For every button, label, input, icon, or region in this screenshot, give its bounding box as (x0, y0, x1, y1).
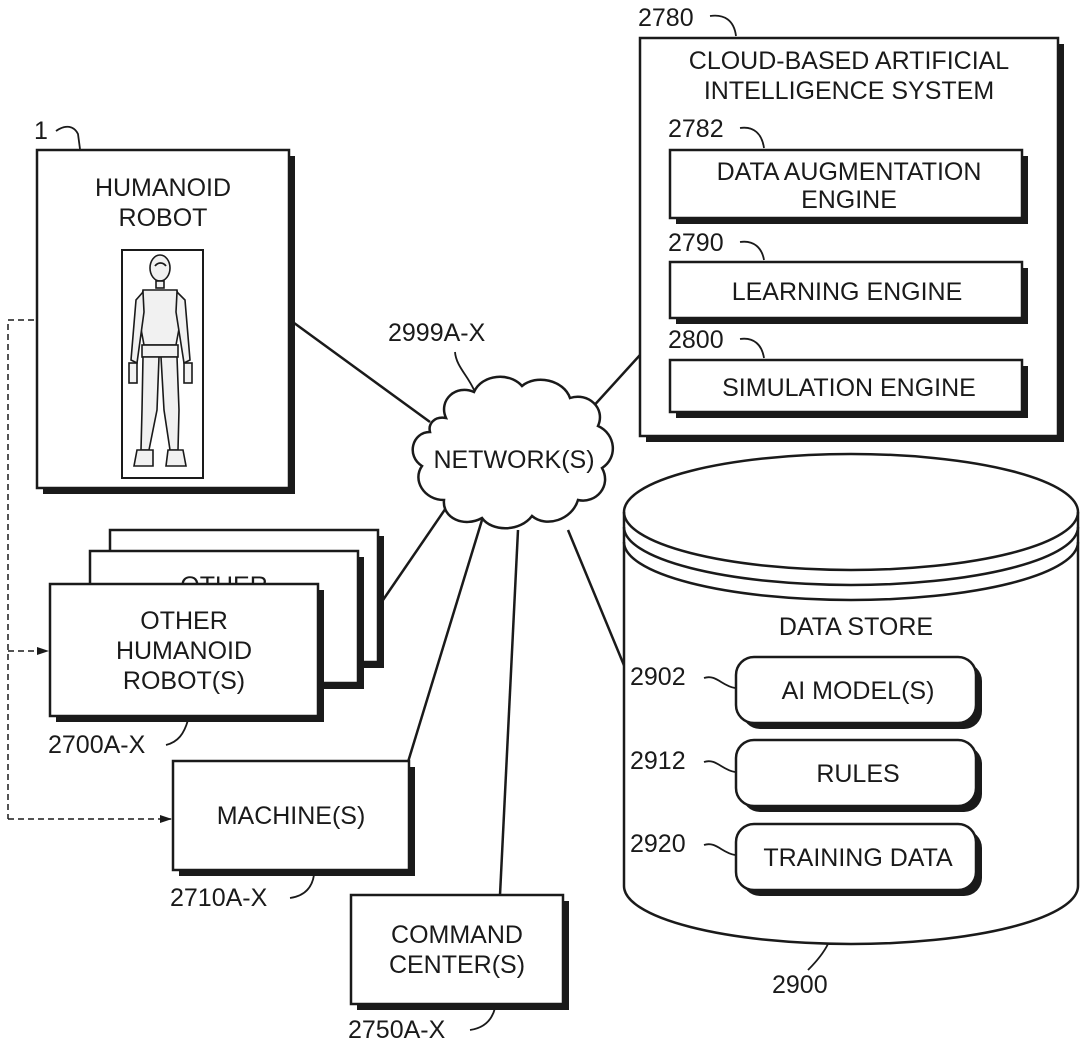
other-robots-box (48, 582, 320, 718)
rules-ref: 2912 (630, 747, 686, 775)
machines-ref: 2710A-X (170, 884, 268, 912)
other-robots-ref: 2700A-X (48, 731, 146, 759)
link-command-center-network (498, 529, 520, 896)
ai-system-ref-leader (709, 14, 737, 37)
network-label: NETWORK(S) (433, 446, 594, 474)
ai-system-title-2: INTELLIGENCE SYSTEM (704, 77, 994, 105)
connections (289, 318, 641, 896)
link-data-store-network (566, 529, 630, 676)
network-ref: 2999A-X (388, 319, 486, 347)
training-data-ref-leader (703, 843, 736, 856)
network-ref-leader (454, 351, 475, 391)
rules-box (734, 738, 978, 808)
command-center-ref-leader (469, 1007, 496, 1031)
simulation-engine-label: SIMULATION ENGINE (722, 374, 976, 402)
command-center-label-1: COMMAND (391, 921, 523, 949)
link-ai-system-network (589, 354, 641, 411)
humanoid-robot-block: HUMANOID ROBOT 1 (34, 117, 295, 494)
ai-system-ref: 2780 (638, 4, 694, 32)
training-data-ref: 2920 (630, 830, 686, 858)
data-store-block: DATA STORE AI MODEL(S) 2902 RULES 2912 T… (622, 452, 1080, 999)
command-center-ref: 2750A-X (348, 1016, 446, 1044)
machines-label: MACHINE(S) (217, 802, 366, 830)
learning-engine-ref: 2790 (668, 229, 724, 257)
command-center-box (349, 893, 565, 1006)
command-center-label-2: CENTER(S) (389, 951, 525, 979)
machines-ref-leader (289, 874, 315, 899)
command-center-block: COMMAND CENTER(S) 2750A-X (348, 893, 569, 1044)
humanoid-robot-label-2: ROBOT (119, 204, 208, 232)
other-robots-ref-leader (165, 719, 189, 746)
simulation-engine-ref: 2800 (668, 326, 724, 354)
machines-box (171, 759, 411, 872)
humanoid-robot-label-1: HUMANOID (95, 174, 231, 202)
humanoid-robot-icon (121, 249, 204, 479)
other-robots-label-3: ROBOT(S) (123, 667, 245, 695)
data-store-ref-leader (807, 943, 829, 971)
data-augmentation-engine-ref: 2782 (668, 115, 724, 143)
other-robots-label-1: OTHER (140, 607, 228, 635)
dashed-connectors (7, 319, 172, 823)
ai-system-block: CLOUD-BASED ARTIFICIAL INTELLIGENCE SYST… (638, 4, 1064, 442)
link-other-robots-network (381, 504, 450, 601)
data-augmentation-engine-label-2: ENGINE (801, 186, 897, 214)
ai-system-title-1: CLOUD-BASED ARTIFICIAL (689, 47, 1010, 75)
network-block: NETWORK(S) 2999A-X (388, 319, 614, 530)
dashed-bracket-line (7, 319, 34, 819)
learning-engine-box (668, 260, 1024, 320)
other-robots-label-2: HUMANOID (116, 637, 252, 665)
rules-ref-leader (703, 760, 736, 773)
simulation-engine-ref-leader (739, 337, 765, 359)
training-data-label: TRAINING DATA (763, 844, 953, 872)
link-machines-network (406, 519, 484, 763)
link-robot-network (289, 318, 431, 424)
learning-engine-label: LEARNING ENGINE (732, 278, 963, 306)
network-cloud (411, 375, 614, 530)
training-data-box (734, 822, 978, 892)
humanoid-robot-ref: 1 (34, 117, 48, 145)
ai-models-label: AI MODEL(S) (782, 677, 935, 705)
ai-models-box (734, 655, 978, 725)
data-store-ref: 2900 (772, 971, 828, 999)
other-robots-block: OTHER OTHER HUMANOID ROBOT(S) 2700A-X (48, 528, 384, 759)
data-augmentation-engine-ref-leader (739, 126, 765, 149)
humanoid-robot-ref-leader (55, 125, 81, 150)
data-augmentation-engine-label-1: DATA AUGMENTATION (717, 158, 982, 186)
ai-models-ref: 2902 (630, 663, 686, 691)
data-store-title: DATA STORE (779, 613, 933, 641)
data-augmentation-engine-box (668, 148, 1024, 220)
rules-label: RULES (816, 760, 899, 788)
ai-models-ref-leader (703, 676, 736, 689)
learning-engine-ref-leader (739, 240, 765, 261)
simulation-engine-box (668, 358, 1024, 414)
machines-block: MACHINE(S) 2710A-X (170, 759, 415, 912)
